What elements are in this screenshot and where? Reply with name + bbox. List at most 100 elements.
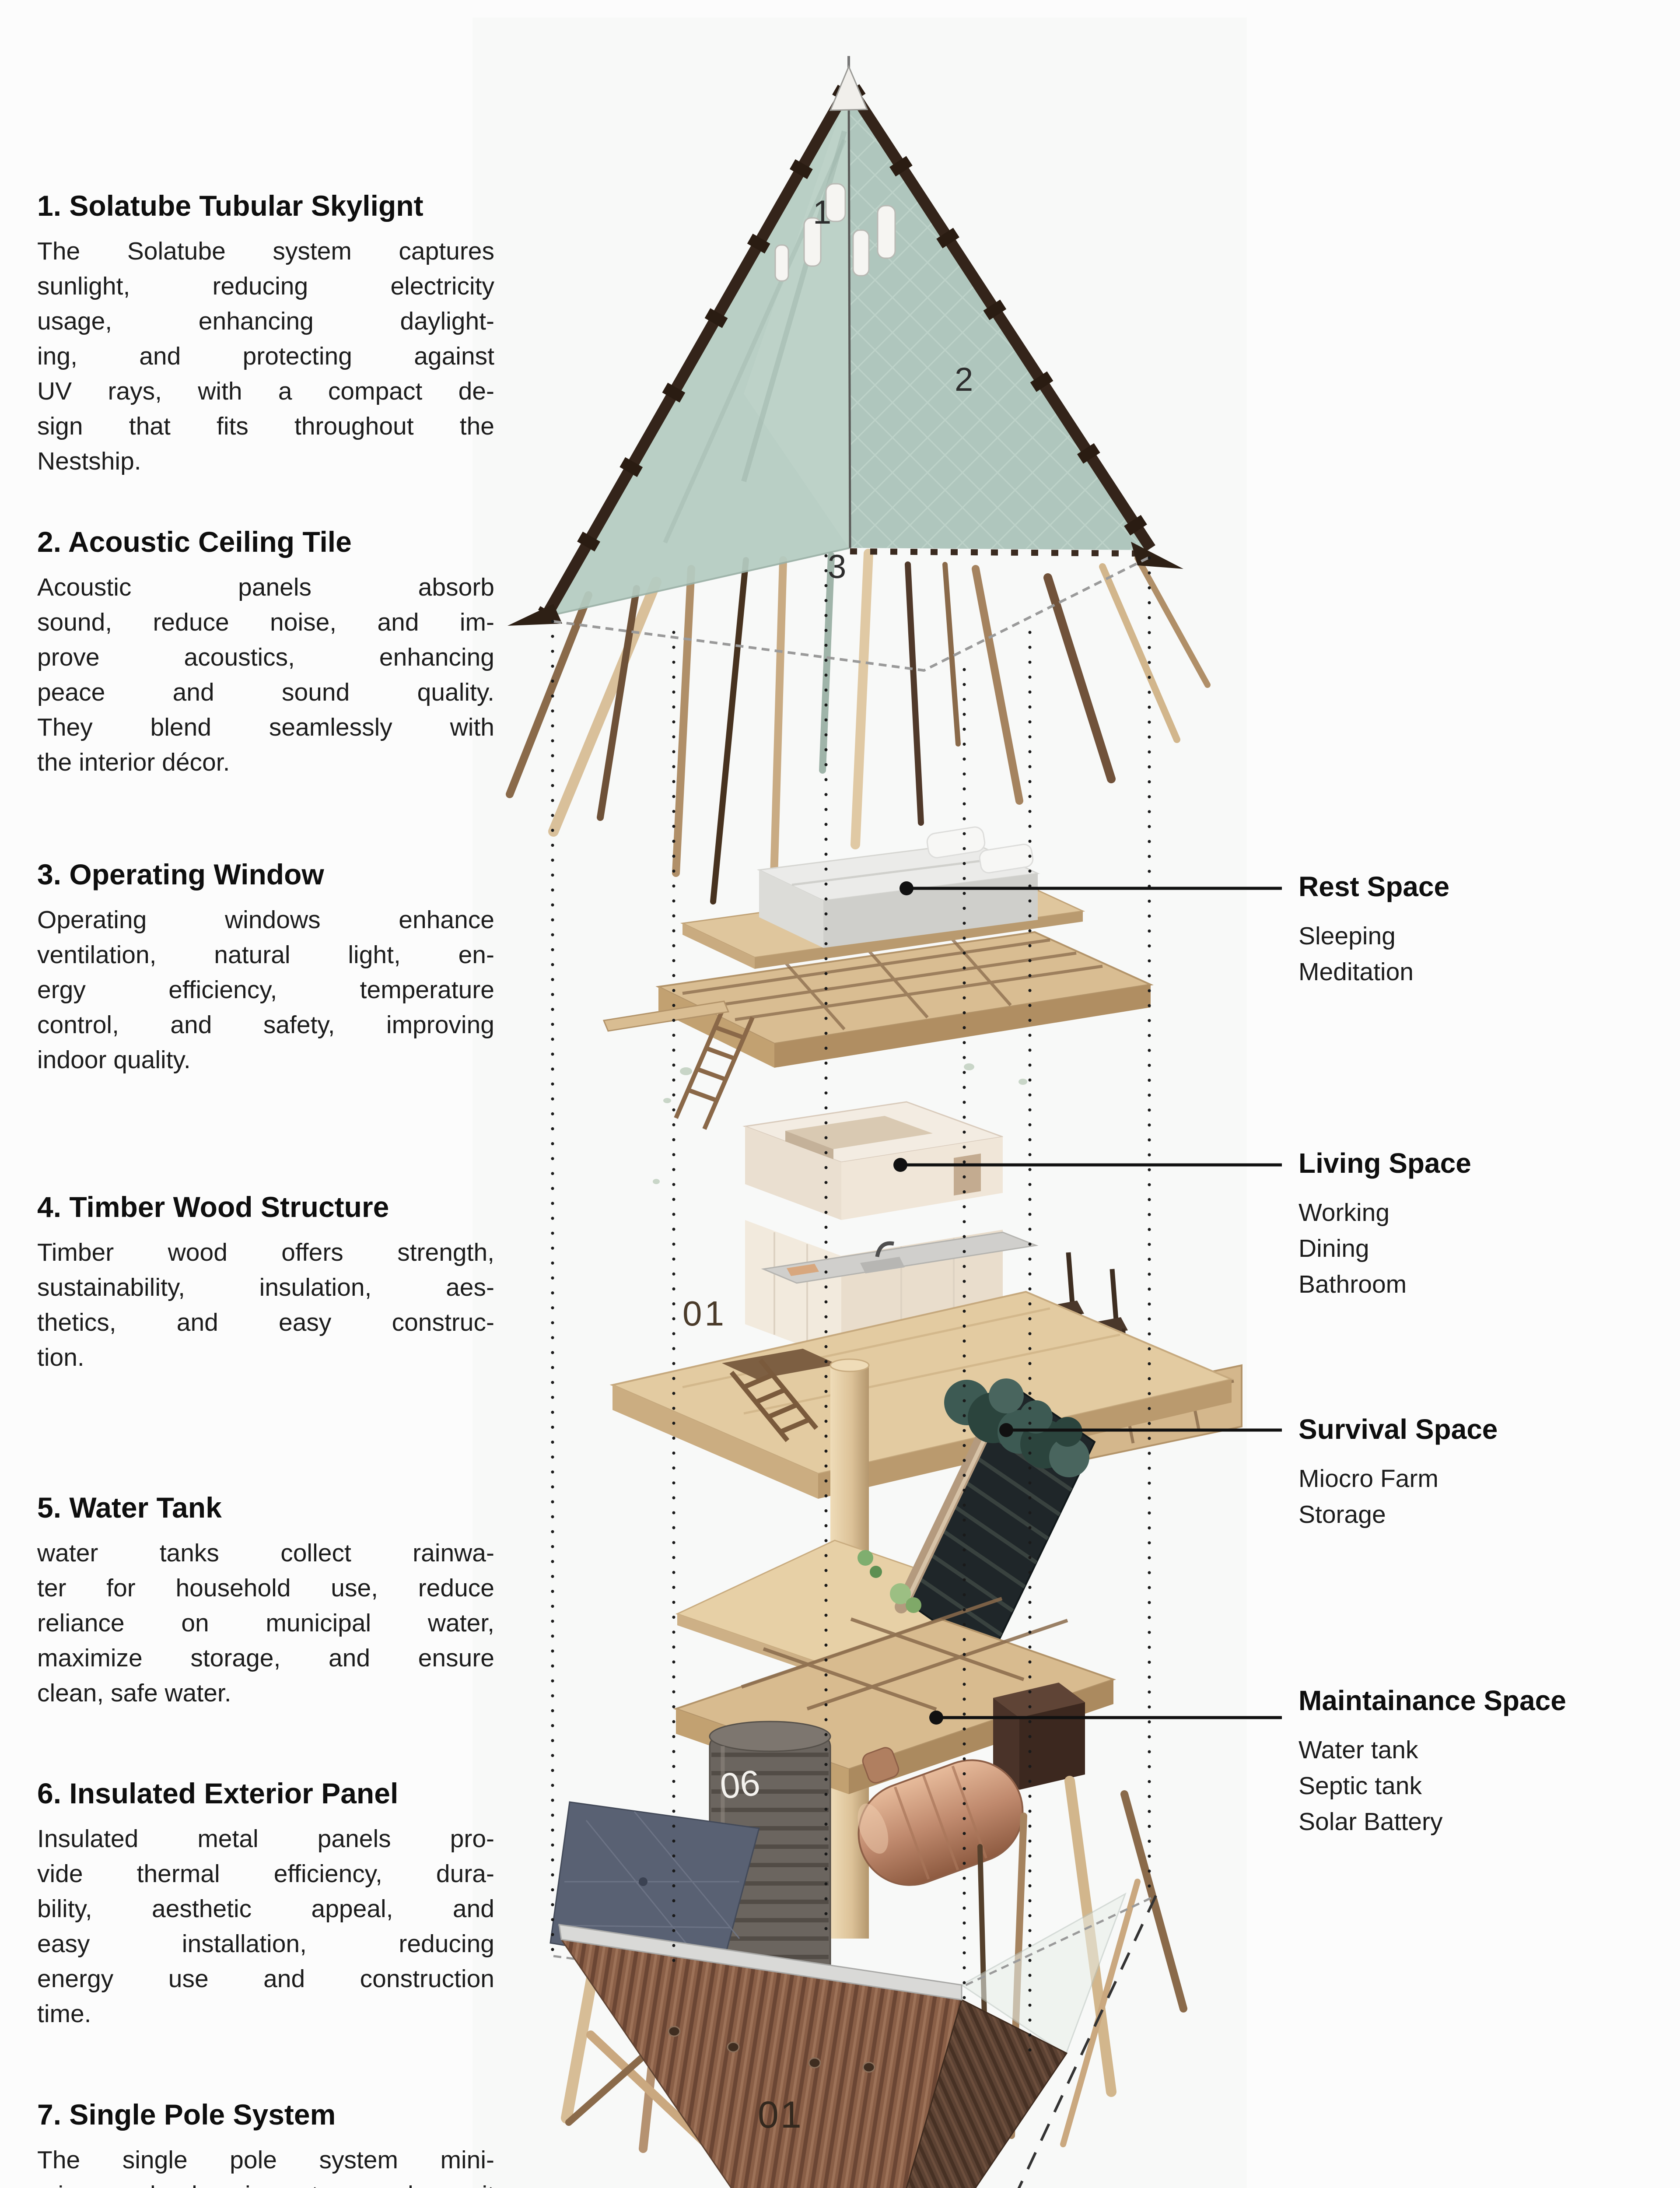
section-title: 3. Operating Window	[37, 858, 324, 891]
bed	[756, 826, 1040, 948]
guide-dashed-line	[1017, 1895, 1157, 2188]
section-insulated-panel: 6. Insulated Exterior Panel Insulated me…	[37, 1776, 494, 2031]
tag-roof-panel: 2	[955, 361, 973, 398]
space-title: Maintainance Space	[1298, 1685, 1566, 1716]
space-item: Working	[1298, 1199, 1390, 1227]
jline: energy use and construction	[37, 1965, 494, 1993]
section-water-tank: 5. Water Tank water tanks collect rainwa…	[37, 1490, 494, 1711]
space-item: Miocro Farm	[1298, 1465, 1438, 1493]
space-item: Storage	[1298, 1501, 1386, 1529]
jline: clean, safe water.	[37, 1679, 231, 1707]
jline: Operating windows enhance	[37, 906, 494, 934]
section-title: 2. Acoustic Ceiling Tile	[37, 526, 352, 558]
jline: sunlight, reducing electricity	[37, 272, 494, 300]
micro-farm-wall	[890, 1378, 1096, 1661]
jline: maximize storage, and ensure	[37, 1644, 494, 1672]
roof-apex-cap	[829, 65, 868, 111]
corrugated-cladding-pyramid	[558, 1924, 1068, 2188]
section-solatube-skylight: 1. Solatube Tubular Skylignt The Solatub…	[37, 188, 494, 479]
tag-exterior-panel: 01	[758, 2094, 803, 2136]
section-body: Insulated metal panels pro-vide thermal …	[37, 1821, 494, 2031]
roof-front-hip	[847, 87, 851, 548]
space-title: Living Space	[1298, 1147, 1471, 1179]
roof-left-eave-tip	[508, 604, 562, 626]
space-item: Sleeping	[1298, 922, 1396, 950]
space-item: Dining	[1298, 1234, 1369, 1262]
jline: Timber wood offers strength,	[37, 1238, 494, 1266]
section-single-pole: 7. Single Pole System The single pole sy…	[37, 2097, 494, 2188]
jline: bility, aesthetic appeal, and	[37, 1895, 494, 1923]
vegetation	[944, 1378, 1089, 1477]
section-timber-structure: 4. Timber Wood Structure Timber wood off…	[37, 1189, 494, 1375]
tag-floor-plate: 01	[682, 1294, 727, 1333]
space-item: Water tank	[1298, 1736, 1418, 1764]
debris-specks	[653, 1063, 1027, 1184]
pillow	[979, 844, 1034, 873]
section-operating-window: 3. Operating Window Operating windows en…	[37, 857, 494, 1077]
roof-right-eave-tip	[1131, 542, 1183, 569]
jline: indoor quality.	[37, 1046, 191, 1074]
jline: prove acoustics, enhancing	[37, 643, 494, 671]
cladding-side-face	[906, 1999, 1068, 2188]
access-ladder	[729, 1358, 819, 1442]
jline: usage, enhancing daylight-	[37, 307, 494, 335]
section-body: The Solatube system captures sunlight, re…	[37, 234, 494, 479]
jline: sign that fits throughout the	[37, 412, 494, 440]
jline: sustainability, insulation, aes-	[37, 1273, 494, 1301]
faucet	[875, 1241, 894, 1257]
jline: ergy efficiency, temperature	[37, 976, 494, 1004]
roof-footprint-outline	[553, 555, 1152, 672]
space-item: Septic tank	[1298, 1772, 1422, 1800]
leader-dots	[893, 881, 1013, 1725]
solatube-skylight-tubes	[774, 183, 896, 282]
jline: UV rays, with a compact de-	[37, 377, 494, 405]
roof-pyramid	[508, 56, 1183, 626]
section-title: 7. Single Pole System	[37, 2098, 336, 2131]
jline: the interior décor.	[37, 748, 230, 776]
jline: The single pole system mini-	[37, 2146, 494, 2174]
jline: Nestship.	[37, 447, 141, 475]
jline: time.	[37, 2000, 91, 2028]
jline: ter for household use, reduce	[37, 1574, 494, 1602]
jline: They blend seamlessly with	[37, 713, 494, 741]
jline: water tanks collect rainwa-	[37, 1539, 494, 1567]
space-item: Bathroom	[1298, 1270, 1407, 1298]
jline: reliance on municipal water,	[37, 1609, 494, 1637]
space-title: Survival Space	[1298, 1413, 1498, 1445]
cutting-board	[787, 1264, 819, 1276]
glass-panel	[960, 1892, 1127, 2056]
dotted-guide-lines	[551, 554, 1151, 2058]
tag-ceiling: 3	[828, 548, 847, 586]
jline: sound, reduce noise, and im-	[37, 608, 494, 636]
space-title: Rest Space	[1298, 871, 1450, 902]
top-trim	[558, 1924, 962, 2001]
jline: control, and safety, improving	[37, 1011, 494, 1039]
bolts	[668, 2026, 875, 2073]
section-body: water tanks collect rainwa-ter for house…	[37, 1536, 494, 1711]
jline: easy installation, reducing	[37, 1930, 494, 1958]
space-item: Meditation	[1298, 958, 1414, 986]
roof-left-hip-edge	[542, 87, 852, 618]
section-title: 4. Timber Wood Structure	[37, 1191, 389, 1223]
jline: ing, and protecting against	[37, 342, 494, 370]
sink	[860, 1257, 905, 1273]
jline: tion.	[37, 1343, 84, 1371]
jline: The Solatube system captures	[37, 237, 494, 265]
jline: Insulated metal panels pro-	[37, 1825, 494, 1853]
tag-skylight: 1	[813, 194, 832, 231]
jline: peace and sound quality.	[37, 678, 494, 706]
jline: thetics, and easy construc-	[37, 1308, 494, 1336]
stair-opening	[722, 1349, 838, 1379]
